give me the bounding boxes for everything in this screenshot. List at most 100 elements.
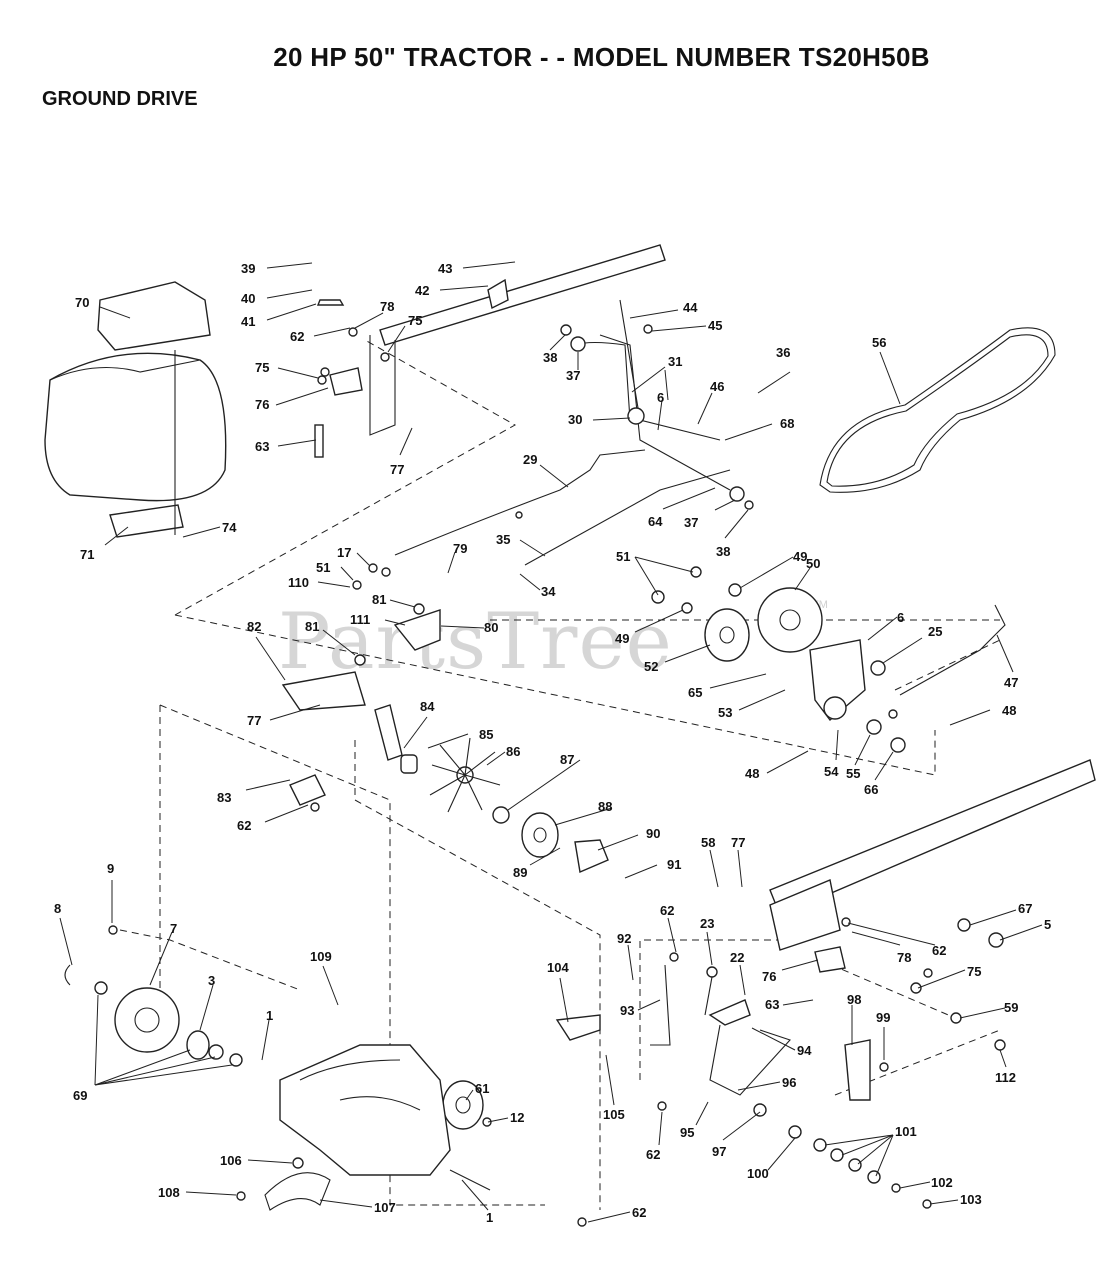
callout-64: 64 <box>648 514 663 529</box>
callout-104: 104 <box>547 960 569 975</box>
callout-36: 36 <box>776 345 790 360</box>
callout-50: 50 <box>806 556 820 571</box>
hood-fender-group <box>44 281 227 538</box>
callout-68: 68 <box>780 416 794 431</box>
transmission <box>264 1044 491 1211</box>
callout-62-right: 62 <box>932 943 946 958</box>
callout-63-upper: 63 <box>255 439 269 454</box>
callout-59: 59 <box>1004 1000 1018 1015</box>
dashed-guides <box>119 339 1001 1210</box>
callout-89: 89 <box>513 865 527 880</box>
callout-100: 100 <box>747 1166 769 1181</box>
callout-41: 41 <box>241 314 255 329</box>
callout-108: 108 <box>158 1185 180 1200</box>
callout-42: 42 <box>415 283 429 298</box>
callout-35: 35 <box>496 532 510 547</box>
upper-frame-rail <box>369 244 721 441</box>
callout-58: 58 <box>701 835 715 850</box>
callout-48-right: 48 <box>1002 703 1016 718</box>
seat-pan <box>97 281 211 351</box>
callout-109: 109 <box>310 949 332 964</box>
callout-77-lower: 77 <box>731 835 745 850</box>
rods <box>394 334 1006 696</box>
callout-43: 43 <box>438 261 452 276</box>
callout-5: 5 <box>1044 917 1051 932</box>
foot-plate <box>109 504 184 538</box>
callout-101: 101 <box>895 1124 917 1139</box>
callout-66: 66 <box>864 782 878 797</box>
callout-82: 82 <box>247 619 261 634</box>
callout-85: 85 <box>479 727 493 742</box>
callout-84: 84 <box>420 699 435 714</box>
callout-labels: 39 40 41 43 42 70 78 75 62 75 76 63 77 4… <box>54 261 1051 1225</box>
callout-47: 47 <box>1004 675 1018 690</box>
callout-54: 54 <box>824 764 839 779</box>
callout-78-upper: 78 <box>380 299 394 314</box>
callout-94: 94 <box>797 1043 812 1058</box>
callout-62-mid: 62 <box>237 818 251 833</box>
lower-frame-rail <box>769 759 1096 951</box>
callout-62-upper: 62 <box>290 329 304 344</box>
callout-86: 86 <box>506 744 520 759</box>
page-title: 20 HP 50" TRACTOR - - MODEL NUMBER TS20H… <box>273 42 930 72</box>
callout-37-mid: 37 <box>684 515 698 530</box>
callout-105: 105 <box>603 1107 625 1122</box>
callout-6-lower: 6 <box>897 610 904 625</box>
callout-97: 97 <box>712 1144 726 1159</box>
callout-1-upper: 1 <box>266 1008 273 1023</box>
callout-34: 34 <box>541 584 556 599</box>
callout-30: 30 <box>568 412 582 427</box>
callout-65: 65 <box>688 685 702 700</box>
idler-bracket <box>809 639 866 722</box>
callout-107: 107 <box>374 1200 396 1215</box>
callout-45: 45 <box>708 318 722 333</box>
callout-6-upper: 6 <box>657 390 664 405</box>
callout-29: 29 <box>523 452 537 467</box>
callout-62-lower: 62 <box>646 1147 660 1162</box>
callout-111: 111 <box>350 612 370 627</box>
shift-linkage <box>555 946 871 1101</box>
callout-81-lower: 81 <box>305 619 319 634</box>
drive-belt <box>819 327 1056 493</box>
callout-78-lower: 78 <box>897 950 911 965</box>
callout-75-lower: 75 <box>967 964 981 979</box>
callout-67: 67 <box>1018 901 1032 916</box>
callout-83: 83 <box>217 790 231 805</box>
callout-75-left: 75 <box>255 360 269 375</box>
callout-51-left: 51 <box>316 560 330 575</box>
callout-49-lower: 49 <box>615 631 629 646</box>
callout-110: 110 <box>288 575 309 590</box>
callout-9: 9 <box>107 861 114 876</box>
callout-46: 46 <box>710 379 724 394</box>
callout-95: 95 <box>680 1125 694 1140</box>
callout-7: 7 <box>170 921 177 936</box>
callout-77-mid: 77 <box>247 713 261 728</box>
callout-51-right: 51 <box>616 549 630 564</box>
callout-17: 17 <box>337 545 351 560</box>
callout-12: 12 <box>510 1110 524 1125</box>
callout-38-mid: 38 <box>716 544 730 559</box>
watermark: PartsTree <box>278 597 673 687</box>
callout-98: 98 <box>847 992 861 1007</box>
callout-31: 31 <box>668 354 682 369</box>
callout-77-upper: 77 <box>390 462 404 477</box>
callout-40: 40 <box>241 291 255 306</box>
callout-93: 93 <box>620 1003 634 1018</box>
pulleys <box>114 587 823 1130</box>
callout-38-upper: 38 <box>543 350 557 365</box>
callout-53: 53 <box>718 705 732 720</box>
leader-lines <box>59 261 1043 1223</box>
callout-88: 88 <box>598 799 612 814</box>
callout-8: 8 <box>54 901 61 916</box>
callout-49-upper: 49 <box>793 549 807 564</box>
callout-103: 103 <box>960 1192 982 1207</box>
callout-61: 61 <box>475 1081 489 1096</box>
callout-90: 90 <box>646 826 660 841</box>
callout-69: 69 <box>73 1088 87 1103</box>
callout-87: 87 <box>560 752 574 767</box>
callout-37-upper: 37 <box>566 368 580 383</box>
callout-23: 23 <box>700 916 714 931</box>
callout-55: 55 <box>846 766 860 781</box>
callout-99: 99 <box>876 1010 890 1025</box>
